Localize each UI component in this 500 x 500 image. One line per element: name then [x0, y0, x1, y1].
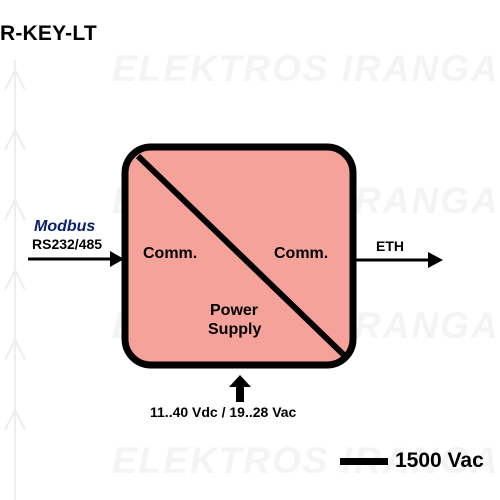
power-supply-label-line2: Supply	[208, 321, 262, 338]
watermark-side-decoration	[4, 60, 26, 500]
power-arrow-shaft	[236, 385, 244, 402]
isolation-bar	[340, 458, 388, 465]
watermark-row-1: ELEKTROS IRANGA	[112, 48, 500, 89]
left-comm-label: Comm.	[143, 245, 198, 262]
power-supply-label-line1: Power	[210, 302, 259, 319]
isolation-label: 1500 Vac	[395, 449, 484, 472]
power-spec-label: 11..40 Vdc / 19..28 Vac	[150, 404, 297, 420]
output-arrowhead	[428, 252, 443, 268]
input-arrowhead	[110, 251, 124, 267]
input-interface-label: RS232/485	[32, 236, 103, 252]
power-arrowhead	[229, 375, 251, 387]
output-interface-label: ETH	[376, 238, 404, 254]
modbus-logo: Modbus	[34, 218, 96, 235]
device-title: R-KEY-LT	[0, 22, 97, 45]
watermark-row-4: ELEKTROS IRANGA	[112, 440, 500, 481]
right-comm-label: Comm.	[274, 245, 329, 262]
diagonal-divider	[135, 153, 350, 361]
